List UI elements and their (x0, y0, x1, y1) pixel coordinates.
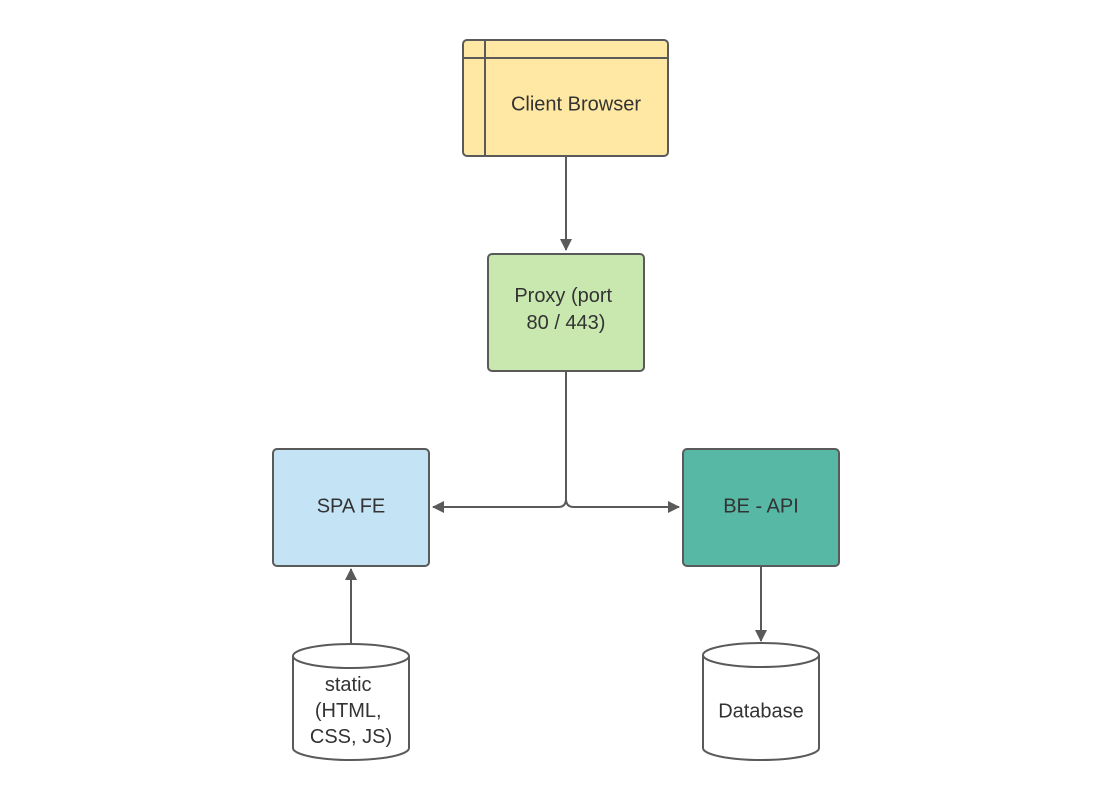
client-browser-box (462, 39, 669, 157)
edge-proxy-trunk (557, 372, 567, 508)
node-database[interactable]: Database (702, 642, 820, 761)
be-api-label: BE - API (723, 495, 799, 517)
static-store-label-line-1: static (325, 674, 372, 696)
static-store-label-line-3: CSS, JS) (310, 726, 392, 748)
client-browser-label: Client Browser (511, 93, 641, 115)
edges (345, 156, 767, 645)
node-spa-fe[interactable]: SPA FE (272, 448, 430, 567)
node-static-store[interactable]: static (HTML, CSS, JS) (292, 643, 410, 761)
node-proxy[interactable]: Proxy (port 80 / 443) (487, 253, 645, 372)
static-store-label: static (HTML, CSS, JS) (310, 674, 392, 748)
edge-proxy-to-be-api (565, 498, 680, 513)
node-be-api[interactable]: BE - API (682, 448, 840, 567)
be-api-box (682, 448, 840, 567)
database-cylinder-icon (702, 642, 820, 761)
database-label: Database (718, 700, 804, 722)
static-store-label-line-2: (HTML, (315, 700, 382, 722)
node-client-browser[interactable]: Client Browser (462, 39, 669, 157)
proxy-label-line-1: Proxy (port (514, 285, 612, 307)
spa-fe-label: SPA FE (317, 495, 386, 517)
proxy-label: Proxy (port 80 / 443) (514, 285, 617, 334)
spa-fe-box (272, 448, 430, 567)
cylinder-icon (292, 643, 410, 761)
proxy-label-line-2: 80 / 443) (527, 312, 606, 334)
proxy-box (487, 253, 645, 372)
browser-window-icon (463, 40, 668, 156)
